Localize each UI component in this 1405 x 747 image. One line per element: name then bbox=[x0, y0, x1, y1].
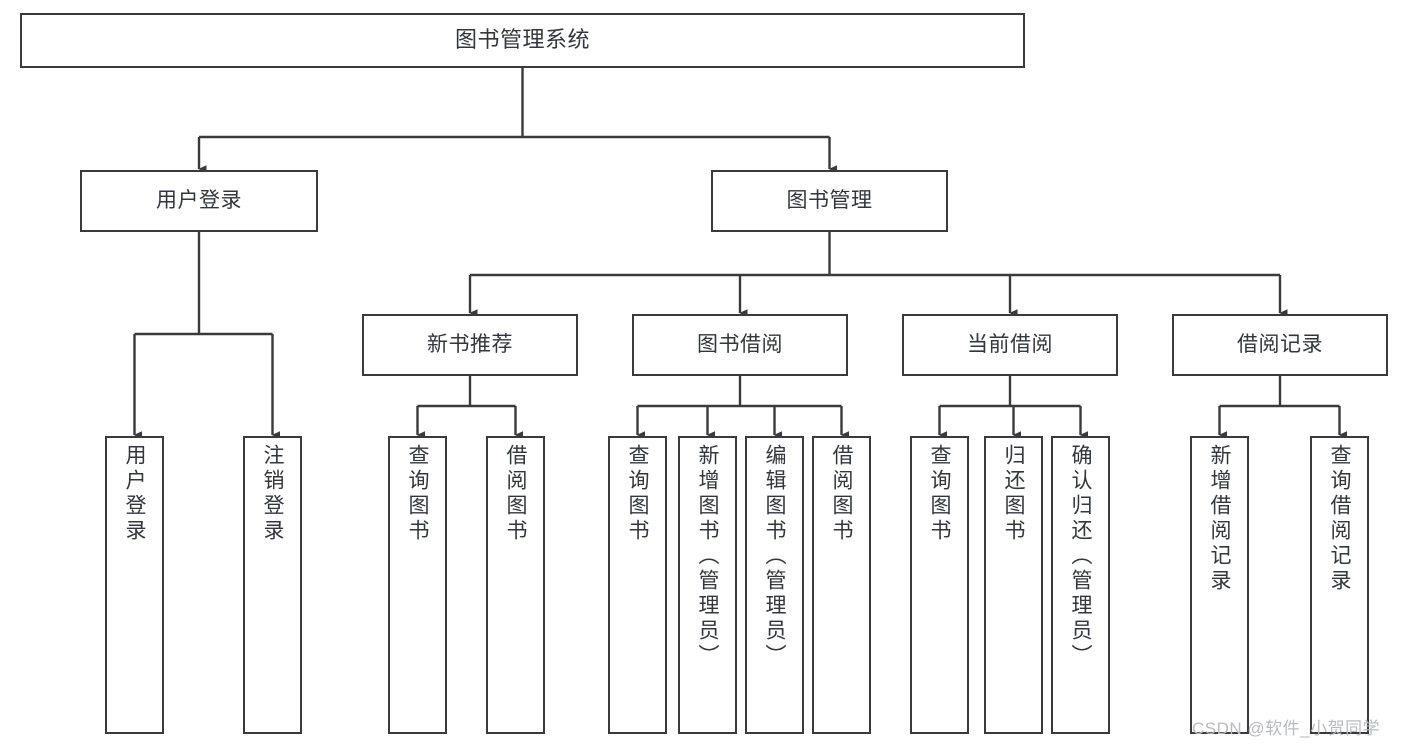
node-leaf-add-book[interactable]: 新增图书（管理员） bbox=[678, 436, 737, 734]
node-label: 借阅记录 bbox=[1237, 333, 1323, 357]
node-leaf-query-book-1[interactable]: 查询图书 bbox=[388, 436, 447, 734]
node-l3-borrow-record[interactable]: 借阅记录 bbox=[1172, 314, 1388, 376]
csdn-watermark: CSDN @软件_小贺同学 bbox=[1192, 719, 1381, 738]
node-label: 新增图书（管理员） bbox=[696, 444, 719, 669]
node-leaf-confirm-return[interactable]: 确认归还（管理员） bbox=[1051, 436, 1110, 734]
node-label: 查询借阅记录 bbox=[1328, 444, 1351, 594]
node-label: 借阅图书 bbox=[504, 444, 527, 544]
node-l3-book-borrow[interactable]: 图书借阅 bbox=[632, 314, 848, 376]
node-label: 当前借阅 bbox=[967, 333, 1053, 357]
node-label: 编辑图书（管理员） bbox=[763, 444, 786, 669]
node-l2-user-login[interactable]: 用户登录 bbox=[80, 170, 318, 232]
node-l3-current-borrow[interactable]: 当前借阅 bbox=[902, 314, 1118, 376]
node-label: 查询图书 bbox=[928, 444, 951, 544]
node-leaf-query-record[interactable]: 查询借阅记录 bbox=[1310, 436, 1369, 734]
node-root[interactable]: 图书管理系统 bbox=[20, 13, 1025, 68]
node-label: 确认归还（管理员） bbox=[1069, 444, 1092, 669]
node-label: 查询图书 bbox=[626, 444, 649, 544]
node-leaf-borrow-book-2[interactable]: 借阅图书 bbox=[812, 436, 871, 734]
node-label: 新增借阅记录 bbox=[1208, 444, 1231, 594]
node-label: 图书借阅 bbox=[697, 333, 783, 357]
node-leaf-add-record[interactable]: 新增借阅记录 bbox=[1190, 436, 1249, 734]
node-label: 用户登录 bbox=[123, 444, 146, 544]
node-label: 借阅图书 bbox=[830, 444, 853, 544]
node-label: 图书管理 bbox=[786, 189, 873, 213]
node-leaf-query-book-2[interactable]: 查询图书 bbox=[608, 436, 667, 734]
node-label: 查询图书 bbox=[406, 444, 429, 544]
node-leaf-logout[interactable]: 注销登录 bbox=[243, 436, 302, 734]
edge-layer bbox=[133, 68, 1348, 439]
node-leaf-query-book-3[interactable]: 查询图书 bbox=[910, 436, 969, 734]
node-leaf-user-login[interactable]: 用户登录 bbox=[105, 436, 164, 734]
node-label: 图书管理系统 bbox=[454, 27, 590, 53]
node-label: 新书推荐 bbox=[427, 333, 513, 357]
node-l3-new-book-rec[interactable]: 新书推荐 bbox=[362, 314, 578, 376]
node-leaf-return-book[interactable]: 归还图书 bbox=[984, 436, 1043, 734]
node-leaf-borrow-book-1[interactable]: 借阅图书 bbox=[486, 436, 545, 734]
node-label: 用户登录 bbox=[156, 189, 242, 213]
node-label: 归还图书 bbox=[1002, 444, 1025, 544]
node-leaf-edit-book[interactable]: 编辑图书（管理员） bbox=[745, 436, 804, 734]
node-l2-book-manage[interactable]: 图书管理 bbox=[711, 170, 948, 232]
node-label: 注销登录 bbox=[261, 444, 284, 544]
